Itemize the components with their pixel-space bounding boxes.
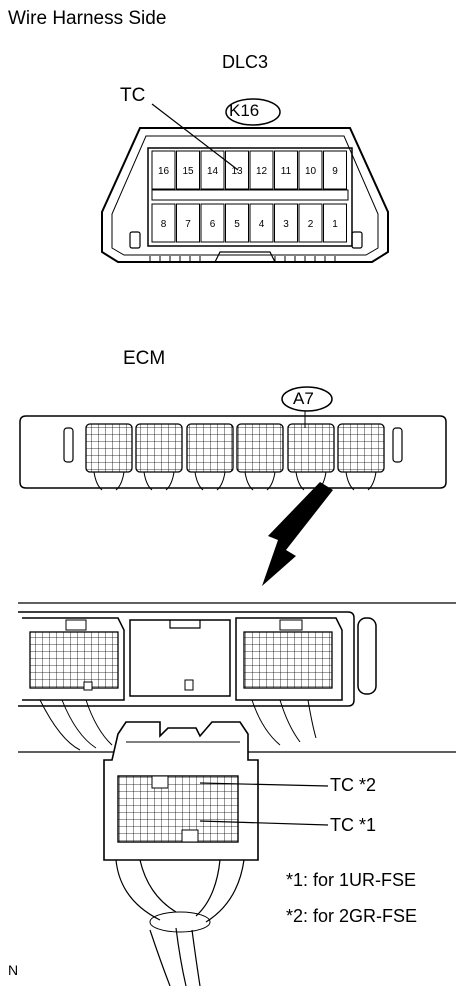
dlc3-tc-label: TC xyxy=(120,85,146,106)
dlc3-top-cell xyxy=(298,150,323,190)
ecm-plug-wire xyxy=(93,471,125,491)
ecm-plug xyxy=(186,423,234,473)
dlc3-bottom-cell xyxy=(200,203,225,243)
a7-plug-detail xyxy=(103,721,259,986)
dlc3-pin-4: 4 xyxy=(259,219,265,230)
dlc3-bottom-cell xyxy=(298,203,323,243)
ecm-detail-view xyxy=(18,602,456,986)
dlc3-bottom-cell xyxy=(151,203,176,243)
dlc3-top-row: 16 15 14 13 12 11 10 9 xyxy=(151,150,347,190)
dlc3-top-cell xyxy=(151,150,176,190)
dlc3-pin-3: 3 xyxy=(283,219,289,230)
a7-oval xyxy=(281,386,333,412)
dlc3-pin-14: 14 xyxy=(207,166,219,177)
ecm-label: ECM xyxy=(123,348,166,369)
ecm-plug xyxy=(337,423,385,473)
tc-leader-line xyxy=(151,103,239,171)
dlc3-pin-5: 5 xyxy=(234,219,240,230)
dlc3-pin-8: 8 xyxy=(161,219,167,230)
dlc3-pin-1: 1 xyxy=(332,219,338,230)
dlc3-pin-15: 15 xyxy=(182,166,194,177)
detail-middle-socket xyxy=(129,619,231,697)
dlc3-pin-12: 12 xyxy=(256,166,268,177)
dlc3-top-cell xyxy=(176,150,200,190)
tc1-leader-line xyxy=(199,820,329,826)
dlc3-pin-10: 10 xyxy=(305,166,317,177)
dlc3-pin-6: 6 xyxy=(210,219,216,230)
tc2-leader-line xyxy=(199,782,329,787)
dlc3-bottom-cell xyxy=(249,203,274,243)
dlc3-bottom-cell xyxy=(176,203,200,243)
dlc3-latch-left xyxy=(129,231,141,249)
dlc3-latch-right xyxy=(351,231,363,249)
ecm-code-label: A7 xyxy=(293,389,314,408)
ecm-plug xyxy=(135,423,183,473)
dlc3-pin-9: 9 xyxy=(332,166,338,177)
dlc3-pin-7: 7 xyxy=(185,219,191,230)
figure-code: N xyxy=(8,962,19,978)
dlc3-top-cell xyxy=(249,150,274,190)
ecm-plug xyxy=(236,423,284,473)
ecm-plug-wire xyxy=(194,471,226,491)
tc2-callout: TC *2 xyxy=(330,775,377,795)
dlc3-label: DLC3 xyxy=(222,52,269,72)
dlc3-connector: 16 15 14 13 12 11 10 9 8 7 6 5 4 3 2 1 xyxy=(101,127,389,263)
dlc3-pin-13: 13 xyxy=(231,166,243,177)
k16-oval xyxy=(225,98,281,126)
dlc3-top-cell xyxy=(274,150,298,190)
footnote-2: *2: for 2GR-FSE xyxy=(286,906,418,926)
footnote-1: *1: for 1UR-FSE xyxy=(286,870,417,890)
zoom-arrow xyxy=(262,482,333,586)
ecm-plug xyxy=(287,423,335,473)
ecm-plug-wire xyxy=(345,471,377,491)
ecm-plug xyxy=(85,423,133,473)
dlc3-bottom-cell xyxy=(225,203,249,243)
dlc3-bottom-row: 8 7 6 5 4 3 2 1 xyxy=(151,203,347,243)
dlc3-pin-16: 16 xyxy=(158,166,170,177)
detail-right-plug xyxy=(235,617,343,746)
tc1-callout: TC *1 xyxy=(330,815,377,835)
ecm-plug-wire xyxy=(143,471,175,491)
dlc3-bottom-cell xyxy=(323,203,347,243)
dlc3-pin-2: 2 xyxy=(308,219,314,230)
dlc3-bottom-cell xyxy=(274,203,298,243)
dlc3-top-cell xyxy=(323,150,347,190)
detail-left-plug xyxy=(22,617,125,751)
ecm-connector-strip xyxy=(19,415,447,491)
dlc3-top-cell xyxy=(225,150,249,190)
dlc3-code-label: K16 xyxy=(229,101,260,120)
dlc3-pin-11: 11 xyxy=(281,166,292,177)
ecm-plug-wire xyxy=(244,471,276,491)
page-title: Wire Harness Side xyxy=(8,8,167,29)
